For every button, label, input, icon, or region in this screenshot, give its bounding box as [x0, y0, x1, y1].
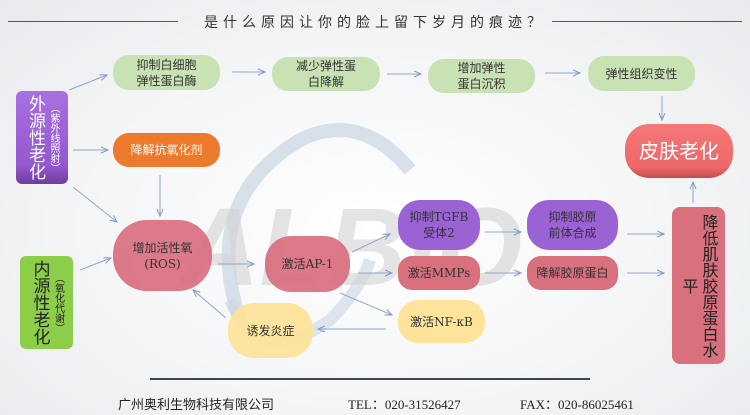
node-nfkb: 激活NF-κB	[398, 300, 485, 343]
node-inflammation: 诱发炎症	[228, 303, 313, 358]
title-rule-left	[8, 21, 178, 22]
node-inhibit-elastase: 抑制白细胞弹性蛋白酶	[113, 55, 220, 90]
node-mmps: 激活MMPs	[398, 256, 480, 290]
node-reduce-elastin-degradation: 减少弹性蛋白降解	[272, 57, 380, 91]
title-rule-right	[552, 21, 742, 22]
tgfb-label-2: 受体2	[423, 226, 455, 240]
exogenous-aging-box: 外源性老化 （紫外线照射）	[16, 91, 68, 184]
node-tgfb: 抑制TGFB 受体2	[398, 200, 480, 250]
footer-fax: FAX：020-86025461	[520, 397, 634, 412]
node-skin-aging: 皮肤老化	[625, 124, 733, 178]
ros-label: 增加活性氧	[132, 240, 193, 255]
endogenous-sublabel: （氧化代谢）	[52, 272, 64, 333]
node-ros: 增加活性氧 (ROS)	[113, 220, 212, 291]
exogenous-label: 外源性老化	[25, 95, 45, 180]
endogenous-label: 内源性老化	[29, 260, 50, 345]
ros-abbr: (ROS)	[144, 256, 181, 271]
footer-company: 广州奥利生物科技有限公司	[118, 397, 275, 412]
footer-rule	[150, 378, 590, 380]
node-ap1: 激活AP-1	[265, 236, 350, 292]
node-increase-elastin-deposit: 增加弹性蛋白沉积	[428, 59, 535, 93]
node-elastic-tissue-degeneration: 弹性组织变性	[588, 56, 695, 91]
node-procollagen: 抑制胶原前体合成	[527, 200, 618, 250]
tgfb-label: 抑制TGFB	[409, 210, 469, 224]
node-degrade-antioxidant: 降解抗氧化剂	[113, 133, 220, 167]
exogenous-sublabel: （紫外线照射）	[48, 102, 59, 173]
node-reduce-collagen: 降低肌肤胶原蛋白水平	[672, 207, 725, 364]
endogenous-aging-box: 内源性老化 （氧化代谢）	[20, 256, 73, 349]
node-degrade-collagen: 降解胶原蛋白	[527, 256, 618, 290]
footer-tel: TEL：020-31526427	[348, 397, 461, 412]
page-title: 是什么原因让你的脸上留下岁月的痕迹？	[204, 15, 546, 31]
